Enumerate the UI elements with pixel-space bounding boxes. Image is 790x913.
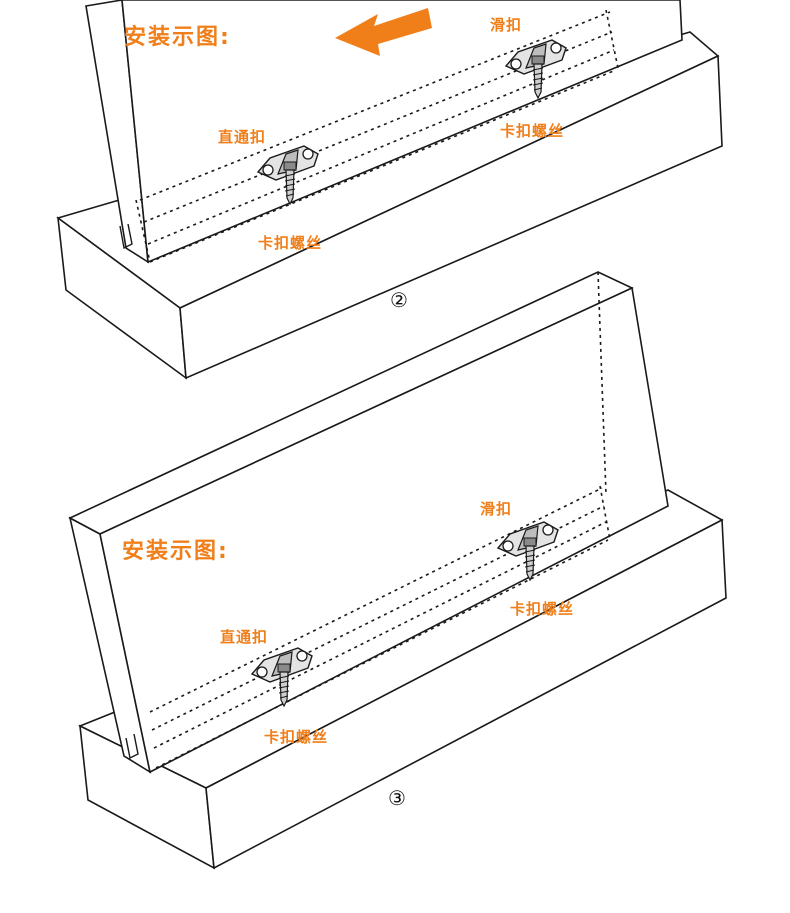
label-clip-screw-right-3: 卡扣螺丝 xyxy=(510,600,574,618)
label-clip-screw-left-2: 卡扣螺丝 xyxy=(258,234,322,252)
label-slide-clip-2: 滑扣 xyxy=(490,16,522,34)
title-3: 安装示图: xyxy=(122,538,229,564)
label-through-clip-2: 直通扣 xyxy=(218,128,266,146)
label-slide-clip-3: 滑扣 xyxy=(480,500,512,518)
groove-3 xyxy=(125,733,139,760)
arrow-left-icon xyxy=(335,8,432,56)
label-clip-screw-right-2: 卡扣螺丝 xyxy=(500,122,564,140)
step-number-2: ② xyxy=(390,288,408,312)
title-2: 安装示图: xyxy=(124,24,231,50)
base-block-2 xyxy=(56,31,723,380)
groove-2 xyxy=(119,223,133,250)
panel-3 xyxy=(68,271,669,774)
step-number-3: ③ xyxy=(388,786,406,810)
label-clip-screw-left-3: 卡扣螺丝 xyxy=(264,728,328,746)
label-through-clip-3: 直通扣 xyxy=(220,628,268,646)
diagram-step-3: 安装示图: 滑扣 直通扣 卡扣螺丝 卡扣螺丝 ③ xyxy=(68,271,727,870)
diagram-step-2: 安装示图: 滑扣 直通扣 卡扣螺丝 卡扣螺丝 ② xyxy=(56,0,723,380)
